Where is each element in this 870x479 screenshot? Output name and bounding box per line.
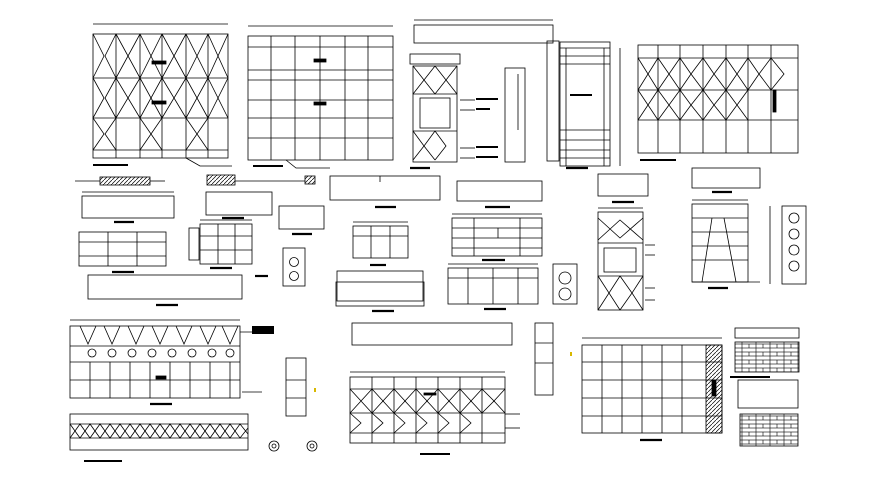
label-tag [252, 326, 274, 334]
header-bar-1 [413, 24, 554, 44]
elevation-lattice [69, 413, 249, 462]
round-strip [781, 205, 807, 285]
brick-panel-1 [730, 327, 800, 378]
drawer-unit-c [352, 225, 409, 259]
hatched-strip-2 [206, 174, 236, 186]
frame-elevation-g [691, 203, 760, 283]
round-cutouts [552, 263, 578, 305]
elevation-d [349, 376, 520, 455]
hatched-strip-1 [99, 176, 151, 186]
elevation-b [247, 25, 394, 169]
panel-box-1 [597, 173, 649, 197]
brick-panel-2 [737, 379, 799, 447]
shelving-tower [559, 41, 621, 167]
medallion-icons [268, 440, 318, 452]
column-post [546, 40, 560, 162]
header-bar-2 [351, 322, 513, 346]
tall-panel-2 [285, 357, 307, 417]
tall-panel-3 [534, 322, 554, 396]
drawer-unit-a [78, 231, 167, 267]
bench-long [87, 274, 243, 300]
bench-1 [81, 195, 175, 219]
shelf-unit-d [451, 217, 543, 257]
socket-box [282, 247, 306, 287]
drawer-unit-b [188, 223, 253, 265]
panel-box-2 [691, 167, 761, 189]
cabinet-section [409, 53, 498, 163]
cabinet-elevation-f [597, 211, 655, 311]
elevation-e [581, 337, 723, 434]
elevation-c [637, 44, 799, 161]
drawer-unit-e [447, 267, 539, 305]
panel-long-2 [456, 180, 543, 202]
tall-panel-1 [504, 67, 526, 163]
elevation-a [92, 23, 232, 167]
elevation-rosette [69, 325, 262, 399]
panel-long-1 [329, 175, 441, 201]
